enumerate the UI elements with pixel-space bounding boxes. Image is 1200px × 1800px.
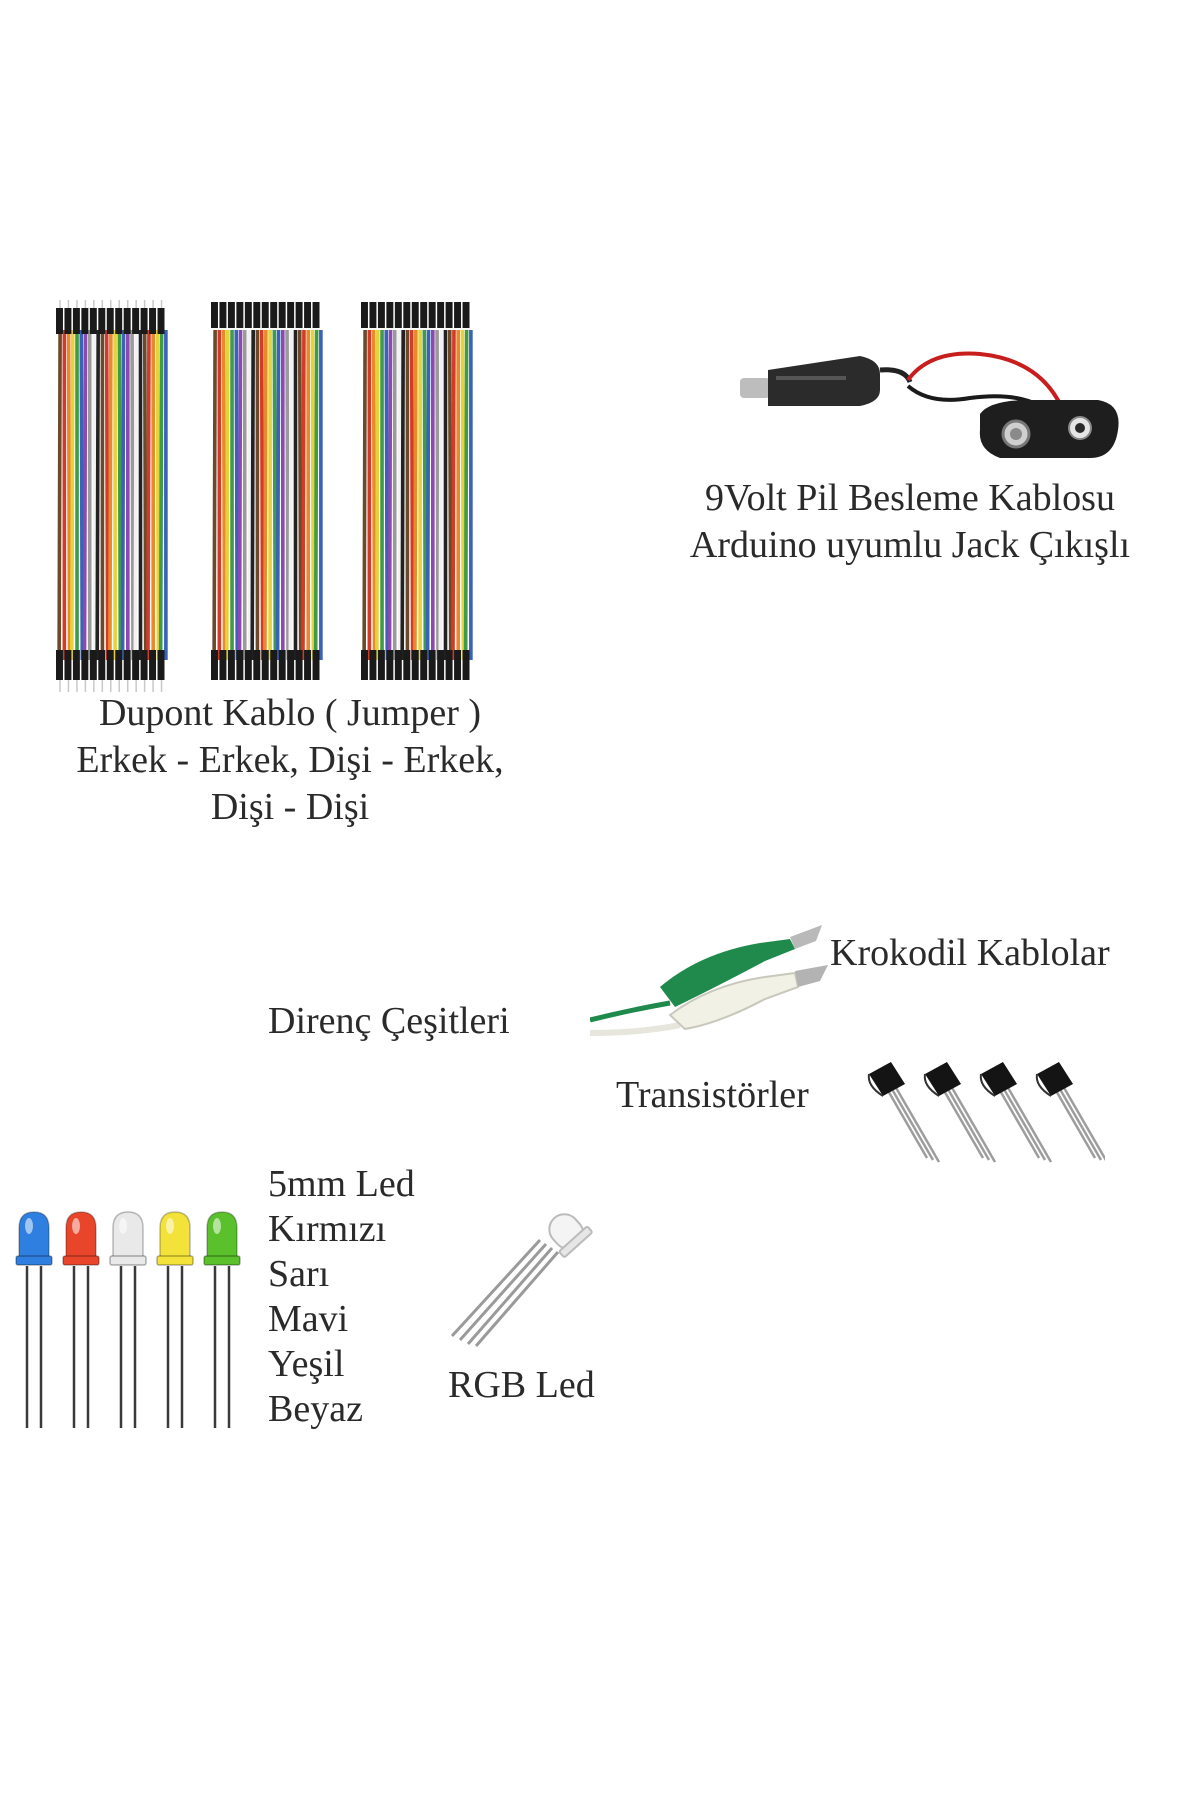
transistor-row: [867, 1062, 1105, 1163]
battery-caption-line-2: Arduino uyumlu Jack Çıkışlı: [689, 524, 1131, 566]
transistors-label: Transistörler: [616, 1074, 809, 1116]
dupont-wire-image: [50, 300, 510, 700]
dc-jack-tip: [740, 378, 770, 398]
dupont-caption-line-1: Dupont Kablo ( Jumper ): [98, 692, 482, 734]
rgb-led-image: [440, 1200, 600, 1350]
battery-clip-image: [730, 330, 1130, 470]
battery-caption-line-1: 9Volt Pil Besleme Kablosu: [705, 477, 1115, 519]
red-wire: [906, 351, 1064, 409]
led-caption-line-2: Kırmızı: [268, 1208, 387, 1250]
dupont-bundle: [361, 302, 473, 680]
led-caption: 5mm Led Kırmızı Sarı Mavi Yeşil Beyaz: [268, 1162, 415, 1432]
dc-jack-body: [768, 356, 880, 406]
led-caption-line-3: Sarı: [268, 1253, 330, 1295]
dupont-bundle: [56, 300, 168, 692]
battery-clip-drawing: [740, 351, 1119, 458]
led: [62, 1211, 100, 1428]
led-row: [15, 1211, 241, 1428]
led-caption-line-1: 5mm Led: [268, 1163, 415, 1205]
green-clip: [660, 939, 795, 1007]
resistors-label: Direnç Çeşitleri: [268, 1000, 510, 1042]
dupont-wire-bundles: [56, 300, 473, 692]
rgb-led-drawing: [450, 1213, 593, 1347]
battery-caption: 9Volt Pil Besleme Kablosu Arduino uyumlu…: [650, 475, 1170, 569]
led-caption-line-5: Yeşil: [268, 1343, 345, 1385]
transistor: [979, 1062, 1053, 1163]
dupont-bundle: [211, 302, 323, 680]
led: [15, 1211, 53, 1428]
crocodile-clip-image: [590, 915, 840, 1045]
dupont-caption-line-3: Dişi - Dişi: [210, 786, 370, 828]
led: [156, 1211, 194, 1428]
battery-snap: [979, 400, 1119, 458]
led-image: [14, 1210, 244, 1430]
transistor: [923, 1062, 997, 1163]
transistor: [867, 1062, 941, 1163]
led-caption-line-4: Mavi: [268, 1298, 349, 1340]
led-caption-line-6: Beyaz: [268, 1388, 363, 1430]
crocodile-clip-drawing: [590, 925, 828, 1036]
transistor: [1035, 1062, 1105, 1162]
dupont-caption-line-2: Erkek - Erkek, Dişi - Erkek,: [76, 739, 504, 781]
rgb-led-label: RGB Led: [448, 1364, 595, 1406]
crocodile-label: Krokodil Kablolar: [830, 932, 1110, 974]
dupont-caption: Dupont Kablo ( Jumper ) Erkek - Erkek, D…: [20, 690, 560, 831]
led: [109, 1211, 147, 1428]
white-clip: [668, 971, 800, 1031]
transistors-image: [865, 1060, 1105, 1170]
led: [203, 1211, 241, 1428]
